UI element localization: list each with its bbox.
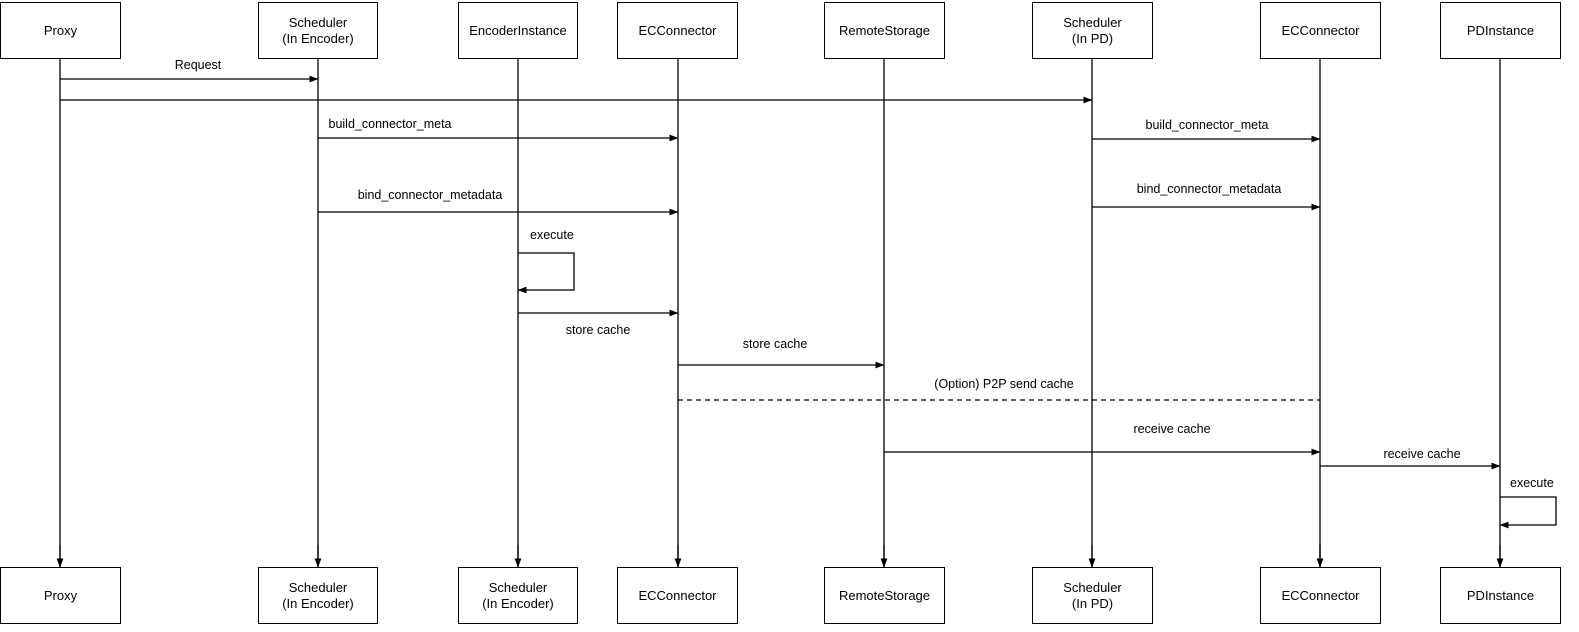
participant-header-sched_pd[interactable]: Scheduler (In PD) [1032,2,1153,59]
messages-group [60,75,1501,470]
participant-footer-label: PDInstance [1466,587,1535,603]
message-label-receive-cache-2: receive cache [1383,447,1461,461]
self-message-loop-execute-pdinstance [1499,496,1557,529]
participant-footer-ecconn_pd[interactable]: ECConnector [1260,567,1381,624]
participant-header-label: EncoderInstance [469,22,567,38]
participant-footer-sched_enc[interactable]: Scheduler (In Encoder) [258,567,378,624]
message-label-request: Request [174,58,222,72]
participant-footer-label: Proxy [43,587,78,603]
participant-header-pd_inst[interactable]: PDInstance [1440,2,1561,59]
message-label-p2p-send-cache: (Option) P2P send cache [934,377,1074,391]
participant-footer-ecconn_enc[interactable]: ECConnector [617,567,738,624]
participant-footer-label: Scheduler (In PD) [1063,579,1122,611]
message-label-store-cache-1: store cache [565,323,631,337]
participant-header-ecconn_enc[interactable]: ECConnector [617,2,738,59]
participant-footer-label: ECConnector [638,587,717,603]
message-label-receive-cache-1: receive cache [1133,422,1211,436]
participant-footer-pd_inst[interactable]: PDInstance [1440,567,1561,624]
participant-footer-sched_pd[interactable]: Scheduler (In PD) [1032,567,1153,624]
participant-header-label: Scheduler (In Encoder) [282,14,354,46]
self-messages-group [517,252,1557,529]
participant-header-encoder_inst[interactable]: EncoderInstance [458,2,578,59]
participant-footer-proxy[interactable]: Proxy [0,567,121,624]
participant-header-sched_enc[interactable]: Scheduler (In Encoder) [258,2,378,59]
self-message-label-execute-encoder: execute [530,228,574,242]
participant-header-label: ECConnector [1281,22,1360,38]
message-label-store-cache-2: store cache [742,337,808,351]
participant-footer-label: RemoteStorage [838,587,931,603]
participant-header-label: Proxy [43,22,78,38]
message-label-bind-connector-meta-1: bind_connector_metadata [357,188,503,202]
participant-footer-label: Scheduler (In Encoder) [482,579,554,611]
participant-header-proxy[interactable]: Proxy [0,2,121,59]
message-label-bind-connector-meta-2: bind_connector_metadata [1136,182,1282,196]
participant-header-label: RemoteStorage [838,22,931,38]
participant-footer-encoder_inst[interactable]: Scheduler (In Encoder) [458,567,578,624]
participant-footer-label: ECConnector [1281,587,1360,603]
self-message-label-execute-pdinstance: execute [1510,476,1554,490]
participant-header-label: PDInstance [1466,22,1535,38]
participant-footer-label: Scheduler (In Encoder) [282,579,354,611]
message-label-build-connector-meta-1: build_connector_meta [328,117,452,131]
end-arrows-group [56,545,1504,568]
participant-header-label: ECConnector [638,22,717,38]
participant-footer-remote_store[interactable]: RemoteStorage [824,567,945,624]
participant-header-ecconn_pd[interactable]: ECConnector [1260,2,1381,59]
participant-header-label: Scheduler (In PD) [1063,14,1122,46]
participant-header-remote_store[interactable]: RemoteStorage [824,2,945,59]
lifelines-group [59,59,1501,567]
message-label-build-connector-meta-2: build_connector_meta [1145,118,1269,132]
self-message-loop-execute-encoder [517,252,575,294]
